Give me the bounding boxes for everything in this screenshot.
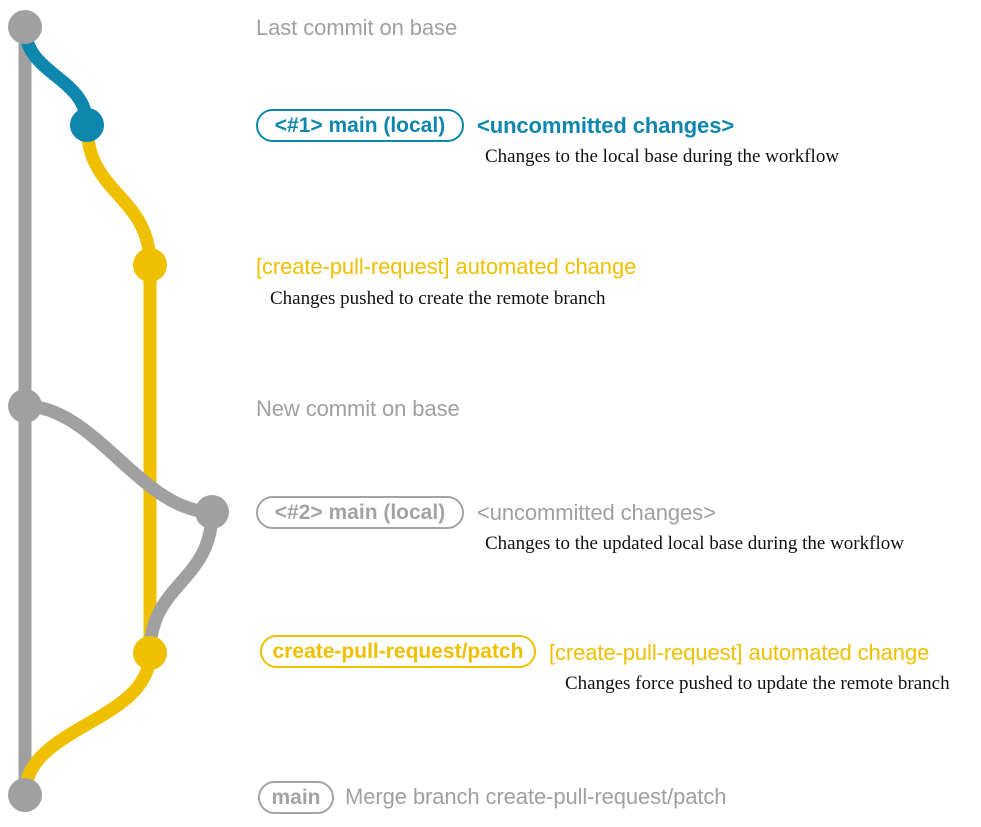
commit-title-create-pull-request-patch-2: [create-pull-request] automated change [549, 640, 930, 665]
graph-nodes [8, 10, 229, 812]
commit-title-last-commit-on-base: Last commit on base [256, 15, 458, 40]
commit-title-new-commit-on-base: New commit on base [256, 396, 460, 421]
commit-description-main-local-1: Changes to the local base during the wor… [485, 146, 840, 167]
commit-description-create-pull-request-patch-1: Changes pushed to create the remote bran… [270, 288, 606, 309]
commit-title-create-pull-request-patch-1: [create-pull-request] automated change [256, 254, 637, 279]
ref-pill-main-local-1[interactable]: <#1> main (local) [256, 109, 464, 142]
edge-base-to-local1 [18, 20, 94, 132]
commit-node-local-2[interactable] [195, 495, 229, 529]
ref-pill-create-pull-request-patch-2[interactable]: create-pull-request/patch [260, 635, 536, 668]
commit-description-create-pull-request-patch-2: Changes force pushed to update the remot… [565, 673, 950, 694]
edge-local1-to-patch1 [80, 118, 157, 272]
commit-description-main-local-2: Changes to the updated local base during… [485, 533, 904, 554]
edge-basenew-to-local2 [18, 399, 219, 519]
commit-node-local-1[interactable] [70, 108, 104, 142]
graph-edges [18, 20, 219, 802]
commit-title-main-local-2: <uncommitted changes> [477, 500, 716, 525]
ref-pill-main-local-2[interactable]: <#2> main (local) [256, 496, 464, 529]
commit-title-main-local-1: <uncommitted changes> [477, 113, 735, 138]
commit-title-merge-commit-on-main: Merge branch create-pull-request/patch [345, 784, 727, 809]
commit-node-base-new[interactable] [8, 389, 42, 423]
commit-node-patch-1[interactable] [133, 248, 167, 282]
commit-node-base-merge[interactable] [8, 778, 42, 812]
edge-patch2-to-merge [18, 646, 157, 802]
ref-pill-merge-commit-on-main[interactable]: main [258, 781, 334, 814]
edge-local2-to-patch2 [143, 505, 219, 660]
commit-node-base-top[interactable] [8, 10, 42, 44]
commit-node-patch-2[interactable] [133, 636, 167, 670]
